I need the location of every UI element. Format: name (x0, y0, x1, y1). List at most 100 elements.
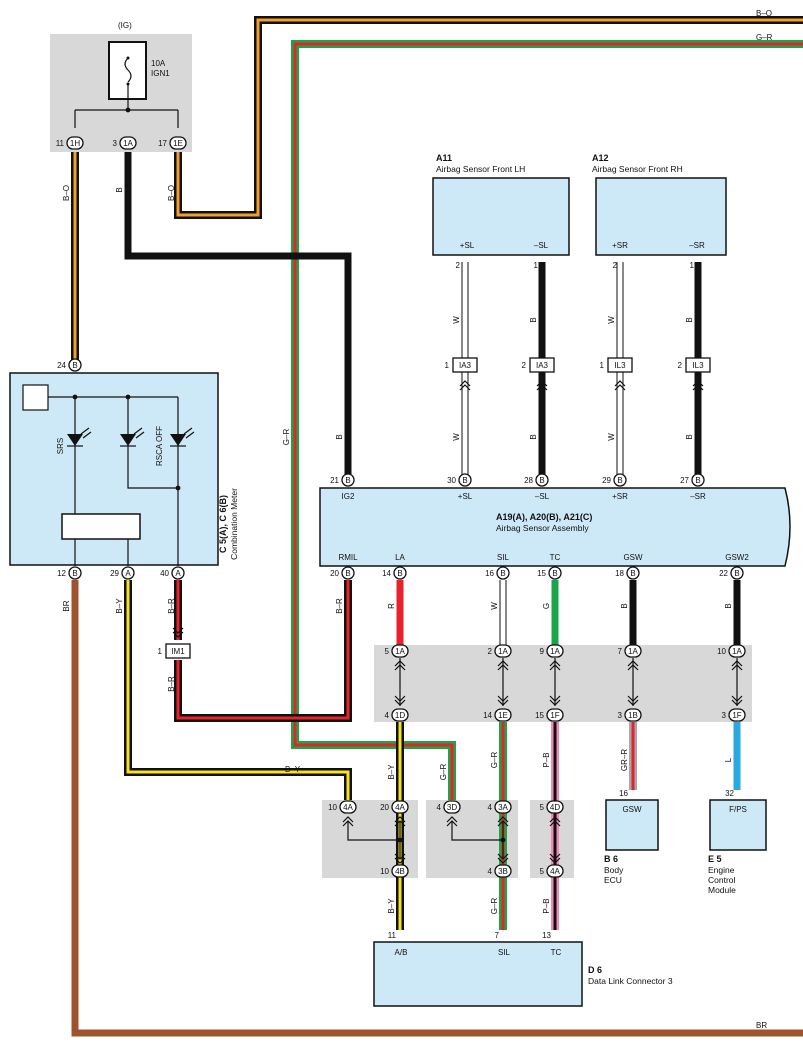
led-diode-1 (120, 434, 136, 446)
dlc3-term-ab: A/B (395, 948, 408, 957)
svg-text:29: 29 (602, 476, 611, 485)
term-assembly-GSW2: GSW2 (725, 553, 749, 562)
inline-arrow (692, 384, 704, 391)
svg-text:12: 12 (57, 569, 66, 578)
junction-arrow-up (497, 820, 509, 827)
junction-arrow-up (497, 816, 509, 823)
led-label-srs: SRS (56, 438, 65, 454)
internal-lines (48, 84, 743, 864)
ecm-term: F/PS (729, 805, 747, 814)
jb-arrow-up (394, 664, 406, 671)
conn-assembly-bottom-18: B18 (615, 566, 640, 580)
conn-assembly-top-30: B30 (447, 473, 472, 487)
svg-text:B: B (462, 476, 467, 485)
sensor-rh-pin-1: 2 (613, 261, 618, 270)
svg-text:10: 10 (717, 647, 726, 656)
svg-text:1D: 1D (395, 711, 405, 720)
conn-assembly-top-27: B 27 (680, 473, 705, 487)
svg-text:B: B (630, 569, 635, 578)
svg-text:11: 11 (56, 139, 65, 148)
svg-text:2: 2 (678, 361, 683, 370)
svg-text:1: 1 (158, 647, 163, 656)
term-assembly-+SR: +SR (612, 492, 628, 501)
dlc3-id: D 6 (588, 965, 602, 975)
term-assembly-IG2: IG2 (342, 492, 355, 501)
jb-arrow-up (549, 664, 561, 671)
svg-text:B: B (500, 569, 505, 578)
svg-text:4B: 4B (395, 867, 405, 876)
jb-arrow-down (394, 695, 406, 702)
conn-assembly-top-28: B28 (524, 473, 549, 487)
inline-arrow (536, 384, 548, 391)
svg-text:IA3: IA3 (536, 361, 549, 370)
junction-arrow-down (394, 857, 406, 864)
wire-b-o-top (174, 16, 803, 219)
junction-dot (125, 107, 131, 113)
data-link-connector-3 (373, 941, 583, 1007)
svg-text:IL3: IL3 (692, 361, 704, 370)
svg-text:17: 17 (158, 139, 167, 148)
wire-label-b-ig2: B (335, 434, 344, 439)
ecm-name-3: Module (708, 885, 736, 895)
jb-arrow-up (549, 660, 561, 667)
conn-1a-fuse: 1A3 (113, 136, 137, 150)
dlc3-term-sil: SIL (498, 948, 511, 957)
jb-arrow-down (497, 695, 509, 702)
conn-jb-bottom-1D-4: 1D4 (385, 708, 409, 722)
svg-text:4: 4 (488, 803, 493, 812)
conn-meter-12: B12 (57, 566, 82, 580)
junction-arrow-up (394, 816, 406, 823)
junction-arrow-down (497, 857, 509, 864)
svg-text:B: B (695, 476, 700, 485)
led-ray-1 (135, 431, 145, 439)
meter-name: Combination Meter (229, 488, 239, 560)
svg-text:1E: 1E (498, 711, 508, 720)
body-ecu-name-1: Body (604, 865, 624, 875)
meter-driver-block (61, 513, 141, 540)
conn-j-top-3D-4: 3D4 (437, 800, 461, 814)
wire-label-b-fuse: B (115, 187, 124, 192)
wire-label-br: BR (756, 1021, 767, 1030)
svg-text:15: 15 (535, 711, 544, 720)
sensor-lh-id: A11 (436, 153, 452, 163)
body-ecu-name-2: ECU (604, 875, 622, 885)
meter-rsca-line (127, 397, 178, 489)
wire-label-w-sr-bottom: W (607, 433, 616, 441)
junction-arrow-down (497, 853, 509, 860)
inline-arrow (614, 384, 626, 391)
jb-arrow-up (627, 664, 639, 671)
jb-arrow-down (549, 695, 561, 702)
svg-text:B: B (539, 476, 544, 485)
wire-b-y-meter (124, 580, 352, 800)
svg-text:3: 3 (618, 711, 623, 720)
wire-label-b-r-rmil: B–R (335, 598, 344, 614)
term-assembly-SIL: SIL (497, 553, 510, 562)
wire-b-r-rmil (174, 580, 352, 722)
body-ecu (605, 799, 659, 851)
junction-dot (125, 394, 131, 400)
svg-text:B: B (345, 476, 350, 485)
svg-text:27: 27 (680, 476, 689, 485)
jb-arrow-up (731, 664, 743, 671)
wire-label-b-gsw2: B (724, 603, 733, 608)
wire-label-b-r-im1: B–R (167, 676, 176, 692)
svg-text:3B: 3B (498, 867, 508, 876)
body-ecu-pin: 16 (619, 789, 628, 798)
conn-j-top-4D-5: 4D5 (540, 800, 564, 814)
svg-text:14: 14 (382, 569, 391, 578)
wire-label-g-r-3a: G–R (490, 752, 499, 769)
wire-label-l: L (724, 757, 733, 762)
wire-label-w-sl-top: W (452, 316, 461, 324)
svg-text:9: 9 (540, 647, 545, 656)
conn-meter-40: A40 (160, 566, 185, 580)
jb-arrow-down (394, 699, 406, 706)
svg-text:3: 3 (722, 711, 727, 720)
jb-arrow-down (497, 699, 509, 706)
conn-meter-29: A29 (110, 566, 135, 580)
